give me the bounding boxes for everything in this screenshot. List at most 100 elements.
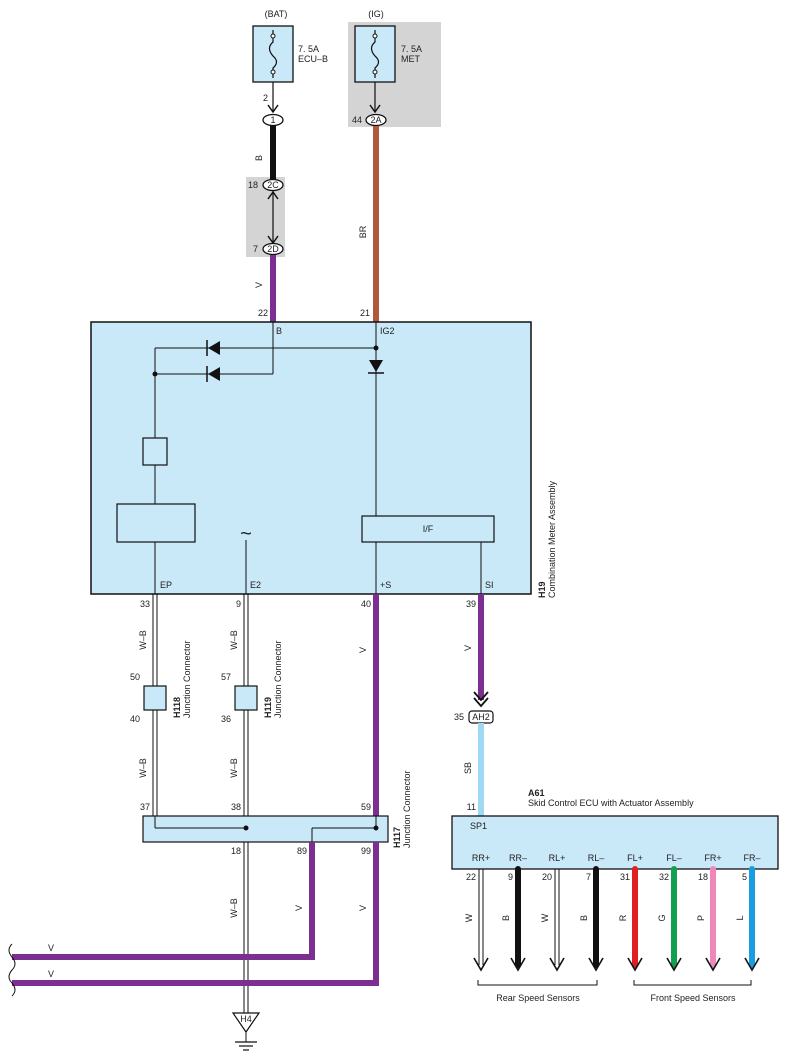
h118-name: Junction Connector — [182, 640, 192, 718]
ig-fuse-rating: 7. 5A — [401, 44, 422, 54]
diode-3 — [369, 360, 383, 372]
diode-2 — [208, 367, 220, 381]
a61-wire-arrow-4 — [627, 957, 643, 972]
h117-name: Junction Connector — [402, 770, 412, 848]
a61-term-sp1: SP1 — [470, 821, 487, 831]
pin-e2: 9 — [236, 599, 241, 609]
bat-source-label: (BAT) — [265, 9, 288, 19]
meter-small-box — [142, 437, 168, 466]
wire-v-out-2-label: V — [358, 905, 368, 911]
bat-connector-shade — [246, 177, 285, 257]
a61-wire-arrow-2 — [549, 957, 565, 972]
a61-pin-1: 9 — [508, 872, 513, 882]
h117-pin-89: 89 — [297, 846, 307, 856]
h119-name: Junction Connector — [273, 640, 283, 718]
a61-wire-arrow-7 — [744, 957, 760, 972]
a61-pin-7: 5 — [742, 872, 747, 882]
connector-1-label: 1 — [270, 115, 275, 125]
connector-2d-pin: 7 — [253, 244, 258, 254]
connector-2a-pin: 44 — [352, 115, 362, 125]
a61-terminal-1: RR– — [509, 853, 527, 863]
a61-wire-label-4: R — [618, 914, 628, 921]
meter-term-b: B — [276, 326, 282, 336]
pin-s: 40 — [361, 599, 371, 609]
a61-wire-label-0: W — [464, 913, 474, 922]
h119-code: H119 — [263, 697, 273, 718]
a61-terminal-2: RL+ — [549, 853, 566, 863]
a61-code: A61 — [528, 788, 545, 798]
a61-wire-arrow-3 — [588, 957, 604, 972]
wire-v-out-1-label: V — [294, 905, 304, 911]
a61-wire-label-6: P — [696, 915, 706, 921]
h117-pin-99: 99 — [361, 846, 371, 856]
skid-control-ecu: A61 Skid Control ECU with Actuator Assem… — [451, 788, 779, 972]
meter-ig2-pin: 21 — [360, 308, 370, 318]
connector-2d — [262, 242, 284, 256]
a61-pin-5: 32 — [659, 872, 669, 882]
a61-wire-label-7: L — [735, 915, 745, 920]
pin-si: 39 — [466, 599, 476, 609]
junction-h117: 37 38 59 18 89 99 H117 Junction Connecto… — [140, 770, 412, 856]
meter-large-box — [116, 503, 196, 543]
a61-wire-arrow-1 — [510, 957, 526, 972]
wire-ep-label-2: W–B — [138, 758, 148, 778]
wire-v-left-2-label: V — [48, 969, 54, 979]
ig-fuse-name: MET — [401, 54, 421, 64]
wire-s-label-1: V — [358, 647, 368, 653]
h117-pin-18: 18 — [231, 846, 241, 856]
a61-pin-0: 22 — [466, 872, 476, 882]
ah2-label: AH2 — [472, 712, 490, 722]
wire-e2-label-3: W–B — [229, 898, 239, 918]
wire-b-label: B — [254, 155, 264, 161]
bat-fuse-rating: 7. 5A — [298, 44, 319, 54]
h117-pin-38: 38 — [231, 802, 241, 812]
meter-name: Combination Meter Assembly — [547, 480, 557, 598]
wire-v-top-label: V — [254, 282, 264, 288]
meter-tilde: ~ — [240, 523, 252, 545]
connector-2c — [262, 178, 284, 192]
a61-wire-label-2: W — [540, 913, 550, 922]
meter-b-pin: 22 — [258, 308, 268, 318]
wire-v-out-1 — [12, 842, 315, 960]
h119-pin-in: 57 — [221, 672, 231, 682]
combination-meter: B IG2 ~ I/F EP E2 +S SI H19 Combination — [90, 321, 557, 598]
front-sensors-label: Front Speed Sensors — [650, 993, 736, 1003]
wire-si-label: V — [463, 645, 473, 651]
a61-pin-3: 7 — [586, 872, 591, 882]
h119-pin-out: 36 — [221, 714, 231, 724]
h117-pin-59: 59 — [361, 802, 371, 812]
connector-2a — [365, 113, 387, 127]
a61-terminal-3: RL– — [588, 853, 605, 863]
a61-wire-label-5: G — [657, 914, 667, 921]
ig-source-label: (IG) — [368, 9, 384, 19]
h117-code: H117 — [392, 827, 402, 848]
junction-h118: 50 40 H118 Junction Connector — [130, 640, 192, 724]
a61-terminal-6: FR+ — [704, 853, 721, 863]
meter-term-si: SI — [485, 580, 494, 590]
meter-code: H19 — [537, 581, 547, 598]
meter-term-ig2: IG2 — [380, 326, 395, 336]
a61-pin-2: 20 — [542, 872, 552, 882]
ground-h4: H4 — [231, 1012, 261, 1051]
wire-e2-label-2: W–B — [229, 758, 239, 778]
connector-2a-label: 2A — [370, 115, 381, 125]
ah2-pin: 35 — [454, 712, 464, 722]
wire-e2-label-1: W–B — [229, 630, 239, 650]
connector-2d-label: 2D — [267, 244, 279, 254]
meter-term-ep: EP — [160, 580, 172, 590]
a61-wire-label-1: B — [501, 915, 511, 921]
connector-ah2: AH2 35 — [454, 710, 494, 724]
diode-1 — [208, 341, 220, 355]
a61-sp1-pin: 11 — [467, 802, 476, 812]
rear-sensors-label: Rear Speed Sensors — [496, 993, 580, 1003]
junction-h119: 57 36 H119 Junction Connector — [221, 640, 283, 724]
wire-v-out-2 — [12, 842, 379, 986]
a61-wire-arrow-5 — [666, 957, 682, 972]
meter-term-e2: E2 — [250, 580, 261, 590]
meter-if-label: I/F — [423, 524, 434, 534]
connector-2c-label: 2C — [267, 180, 279, 190]
a61-terminal-7: FR– — [743, 853, 760, 863]
a61-wire-arrow-6 — [705, 957, 721, 972]
a61-terminal-0: RR+ — [472, 853, 490, 863]
